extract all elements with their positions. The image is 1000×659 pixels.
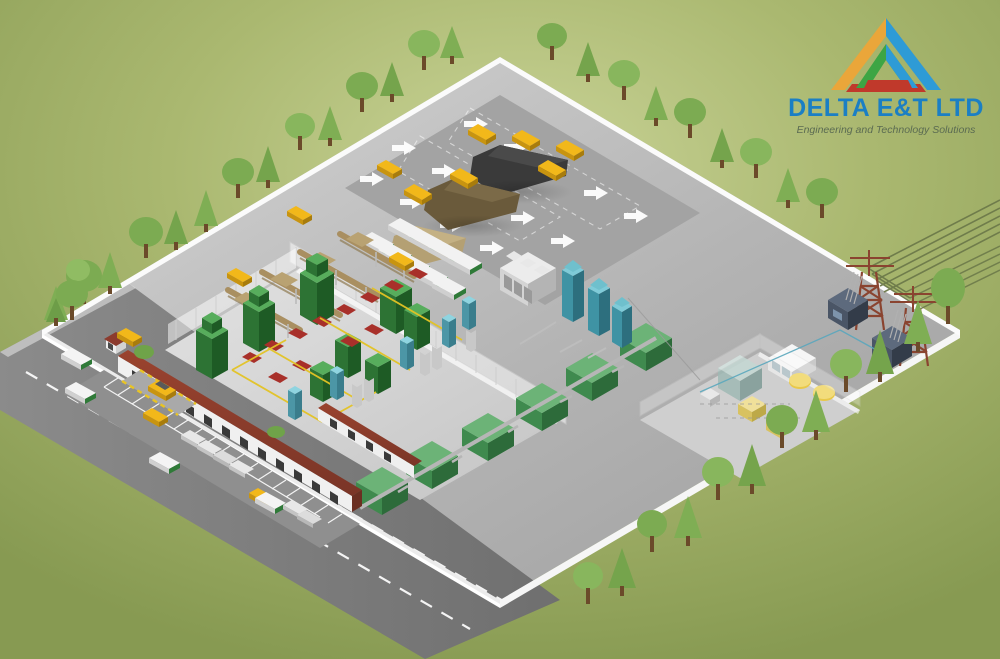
conifer-tree [776, 168, 800, 208]
shrub [267, 426, 285, 438]
car [181, 430, 206, 448]
substation-yard [639, 333, 861, 478]
deciduous-tree [608, 60, 640, 100]
loader [468, 124, 496, 145]
deciduous-tree [766, 405, 798, 448]
deciduous-tree [537, 23, 567, 60]
conifer-tree [164, 210, 188, 250]
tree-line [44, 23, 965, 604]
loader [404, 184, 432, 205]
loader [512, 130, 540, 151]
conifer-tree [866, 330, 894, 382]
deciduous-tree [740, 138, 772, 178]
conifer-tree [256, 146, 280, 188]
perimeter-wall-ne [500, 57, 960, 336]
gasifier-vessel [196, 312, 228, 379]
vehicles-loaders [117, 124, 584, 507]
shrub [134, 345, 154, 359]
cooling-unit [500, 251, 556, 306]
conifer-tree [802, 390, 830, 440]
loader [450, 168, 478, 189]
deciduous-tree [674, 98, 706, 138]
loader [143, 408, 168, 427]
valve-skids [242, 268, 428, 383]
conifer-tree [194, 190, 218, 232]
conifer-tree [98, 252, 122, 294]
loader [556, 140, 584, 161]
truck [65, 382, 96, 404]
car [197, 440, 222, 458]
logo-title: DELTA E&T LTD [788, 94, 984, 122]
loader [117, 328, 142, 347]
deciduous-tree [830, 349, 862, 392]
deciduous-tree [56, 280, 88, 320]
deciduous-tree [222, 158, 254, 198]
conifer-tree [608, 548, 636, 596]
car [213, 450, 238, 468]
deciduous-tree [129, 217, 163, 258]
conifer-tree [440, 26, 464, 64]
loader [377, 160, 402, 179]
deciduous-tree [702, 457, 734, 500]
conifer-tree [674, 496, 702, 546]
truck [149, 452, 180, 474]
car [229, 460, 254, 478]
conifer-tree [380, 62, 404, 102]
deciduous-tree [573, 562, 603, 604]
deciduous-tree [346, 72, 378, 112]
conifer-tree [44, 286, 68, 326]
conifer-tree [644, 86, 668, 126]
truck [61, 348, 92, 370]
loader [148, 380, 176, 401]
loader [389, 252, 414, 271]
conifer-tree [738, 444, 766, 494]
deciduous-tree [408, 30, 440, 70]
vehicles-road [61, 348, 322, 528]
deciduous-tree [637, 510, 667, 552]
loader [287, 206, 312, 225]
deciduous-tree [285, 113, 315, 150]
car [283, 500, 308, 518]
delta-triangle-icon [831, 18, 941, 92]
substation-cables [699, 329, 881, 393]
gasifier-vessel [243, 285, 275, 352]
gasifier-vessel [300, 253, 334, 325]
gas-manifold [359, 336, 657, 510]
truck [448, 251, 482, 275]
deciduous-tree [806, 178, 838, 218]
deciduous-tree [931, 268, 965, 324]
perimeter-wall-nw [42, 57, 500, 336]
loader [538, 160, 566, 181]
truck [432, 276, 466, 300]
scrubber-columns [288, 296, 476, 420]
conifer-tree [318, 106, 342, 146]
storage-tanks [519, 260, 632, 359]
logo-subtitle: Engineering and Technology Solutions [796, 124, 976, 136]
entrance-trees [56, 280, 285, 438]
delta-et-ltd-logo: DELTA E&T LTD Engineering and Technology… [786, 14, 986, 136]
conifer-tree [710, 128, 734, 168]
conifer-tree [904, 300, 932, 352]
generator-modules [356, 323, 672, 515]
transformer [828, 271, 868, 330]
plant-to-substation-line [627, 297, 701, 381]
gasifier-vessel [365, 353, 391, 394]
loader [227, 268, 252, 287]
secondary-building [318, 403, 422, 478]
car [297, 510, 322, 528]
conifer-tree [576, 42, 600, 82]
